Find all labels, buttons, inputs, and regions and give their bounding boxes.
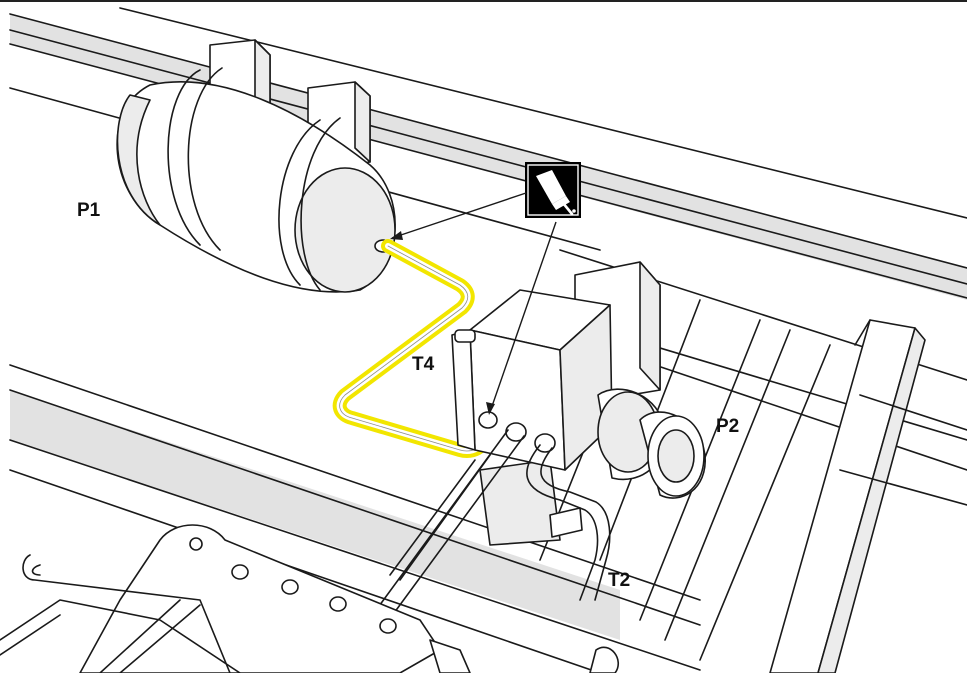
label-p2: P2	[716, 416, 739, 437]
lower-bracket	[0, 524, 620, 673]
pump-block	[451, 261, 661, 546]
p2-fitting	[597, 388, 706, 499]
lower-tubes	[329, 429, 611, 673]
callout-arrows	[390, 192, 557, 415]
p1-filter-assembly	[116, 39, 396, 293]
label-t4: T4	[412, 354, 435, 375]
label-t2: T2	[608, 570, 630, 591]
label-p1: P1	[77, 200, 101, 221]
thread-sealant-bottle-icon	[525, 162, 581, 218]
